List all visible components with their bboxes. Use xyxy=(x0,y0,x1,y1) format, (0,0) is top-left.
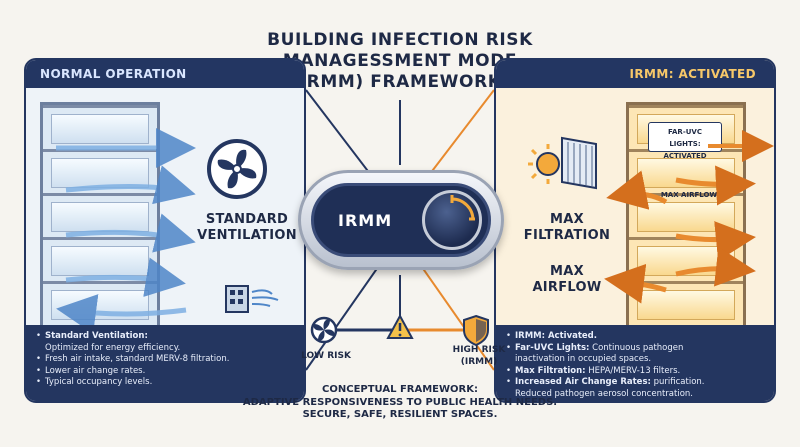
note-row: •IRMM: Activated. xyxy=(506,331,597,341)
title-line-2: MANAGESSMENT MODE xyxy=(282,51,518,71)
toggle-track: IRMM xyxy=(311,183,491,257)
window-strip xyxy=(51,114,149,144)
high-risk-line-2: (IRMM) xyxy=(460,357,498,367)
far-uvc-sign: FAR-UVC LIGHTS: ACTIVATED xyxy=(648,122,722,160)
far-uvc-line-2: LIGHTS: ACTIVATED xyxy=(663,140,707,160)
normal-airflow-arrows xyxy=(56,128,196,334)
max-filtration-line-2: FILTRATION xyxy=(523,228,611,243)
small-building-wind-icon xyxy=(225,285,279,313)
left-lower-connector xyxy=(305,249,391,371)
note-row: Optimized for energy efficiency. xyxy=(36,343,294,355)
note-term: Max Filtration: xyxy=(515,365,586,376)
note-text: inactivation in occupied spaces. xyxy=(515,354,652,364)
note-row: •Typical occupancy levels. xyxy=(36,377,153,387)
note-row: inactivation in occupied spaces. xyxy=(506,354,764,366)
window-strip xyxy=(637,290,735,320)
filter-sun-icon xyxy=(528,136,597,190)
normal-operation-notes: •Standard Ventilation: Optimized for ene… xyxy=(26,325,304,401)
irmm-airflow-arrows xyxy=(604,130,774,304)
note-row: •Increased Air Change Rates: purificatio… xyxy=(506,377,705,387)
note-text: purification. xyxy=(650,377,705,387)
airflow-arrow xyxy=(56,294,187,334)
note-text: Reduced pathogen aerosol concentration. xyxy=(515,388,693,399)
note-heading: IRMM: Activated. xyxy=(515,331,597,341)
title-line-3: (IRMM) FRAMEWORK. xyxy=(291,72,509,92)
floor xyxy=(43,105,157,149)
airflow-arrow xyxy=(675,246,756,287)
note-item: Optimized for energy efficiency. xyxy=(45,342,181,353)
note-row: •Fresh air intake, standard MERV-8 filtr… xyxy=(36,354,230,364)
max-airflow-label: MAX AIRFLOW xyxy=(512,264,622,296)
footer-line-3: SECURE, SAFE, RESILIENT SPACES. xyxy=(302,409,498,420)
airflow-arrow xyxy=(604,263,667,304)
note-item: Lower air change rates. xyxy=(45,365,146,376)
irmm-toggle-switch[interactable]: IRMM xyxy=(298,170,504,270)
note-item: Fresh air intake, standard MERV-8 filtra… xyxy=(45,354,230,364)
toggle-knob[interactable] xyxy=(422,190,482,250)
footer-caption: CONCEPTUAL FRAMEWORK: ADAPTIVE RESPONSIV… xyxy=(220,384,580,422)
page-title: BUILDING INFECTION RISK MANAGESSMENT MOD… xyxy=(220,30,580,93)
airflow-arrow xyxy=(65,257,186,298)
floor xyxy=(629,281,743,325)
normal-operation-header: NORMAL OPERATION xyxy=(26,60,304,88)
footer-line-1: CONCEPTUAL FRAMEWORK: xyxy=(322,384,478,395)
note-text: HEPA/MERV-13 filters. xyxy=(585,365,681,376)
footer-line-2: ADAPTIVE RESPONSIVENESS TO PUBLIC HEALTH… xyxy=(242,396,558,408)
airflow-arrow xyxy=(675,221,756,261)
max-filtration-label: MAX FILTRATION xyxy=(512,212,622,244)
max-airflow-line-1: MAX xyxy=(550,264,584,279)
note-heading: Standard Ventilation: xyxy=(45,331,148,341)
note-text: Continuous pathogen xyxy=(589,342,684,353)
note-row: •Lower air change rates. xyxy=(36,365,146,376)
airflow-arrow xyxy=(606,170,668,210)
note-row: •Max Filtration: HEPA/MERV-13 filters. xyxy=(506,365,681,376)
note-row: •Standard Ventilation: xyxy=(36,331,148,341)
max-airflow-line-2: AIRFLOW xyxy=(532,280,602,295)
note-term: Increased Air Change Rates: xyxy=(515,377,651,387)
airflow-arrow xyxy=(65,165,196,205)
low-risk-label: LOW RISK xyxy=(301,351,351,361)
fan-icon xyxy=(207,139,267,199)
note-term: Far-UVC Lights: xyxy=(515,342,590,353)
standard-ventilation-line-2: VENTILATION xyxy=(197,228,297,243)
warning-icon xyxy=(386,313,414,339)
airflow-arrow xyxy=(65,213,196,253)
irmm-activated-panel: IRMM: ACTIVATED MAX FILTRATION MAX AIRFL… xyxy=(494,58,776,403)
risk-scale xyxy=(310,313,489,347)
irmm-activated-header: IRMM: ACTIVATED xyxy=(496,60,774,88)
airflow-arrow xyxy=(675,165,756,206)
max-airflow-small-label: MAX AIRFLOW xyxy=(660,191,718,199)
title-line-1: BUILDING INFECTION RISK xyxy=(267,30,533,50)
note-row: Reduced pathogen aerosol concentration. xyxy=(506,389,764,401)
high-risk-shield-icon xyxy=(463,314,489,347)
normal-operation-panel: NORMAL OPERATION STANDARD VENT xyxy=(24,58,306,403)
far-uvc-line-1: FAR-UVC xyxy=(668,128,702,136)
note-row: •Far-UVC Lights: Continuous pathogen xyxy=(506,342,684,353)
high-risk-label: HIGH RISK (IRMM) xyxy=(444,344,514,368)
toggle-label: IRMM xyxy=(338,211,393,230)
standard-ventilation-line-1: STANDARD xyxy=(205,212,289,227)
irmm-activated-notes: •IRMM: Activated. •Far-UVC Lights: Conti… xyxy=(496,325,774,401)
right-lower-connector xyxy=(409,249,495,371)
note-item: Typical occupancy levels. xyxy=(45,377,153,387)
high-risk-line-1: HIGH RISK xyxy=(452,345,506,355)
standard-ventilation-label: STANDARD VENTILATION xyxy=(192,212,302,244)
max-filtration-line-1: MAX xyxy=(550,212,584,227)
dial-indicator-icon xyxy=(450,195,475,221)
low-risk-fan-icon xyxy=(310,316,338,344)
